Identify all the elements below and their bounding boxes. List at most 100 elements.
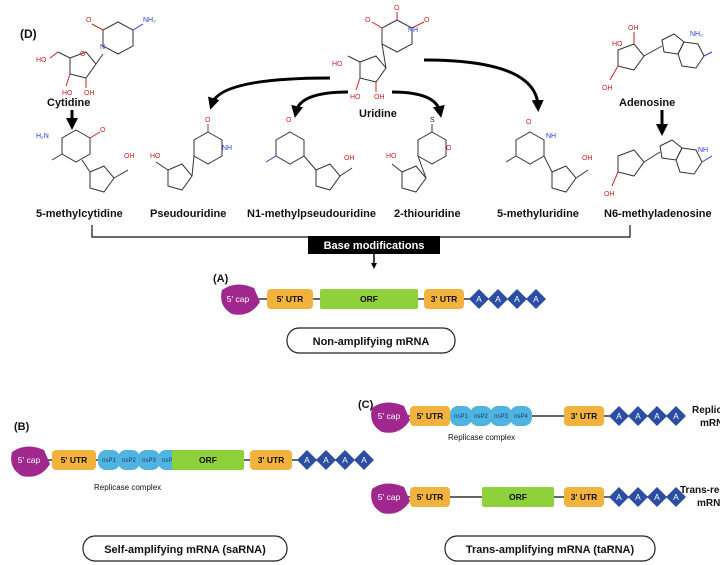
nsp2-label: nsP2 bbox=[474, 414, 488, 420]
utr3-box bbox=[564, 487, 604, 507]
orf-label: ORF bbox=[509, 492, 527, 502]
utr3-label: 3' UTR bbox=[571, 411, 598, 421]
utr3-label: 3' UTR bbox=[571, 492, 598, 502]
cap-shape bbox=[371, 402, 410, 433]
hydroxyl-label: HO bbox=[386, 153, 397, 160]
nsp1-label: nsP1 bbox=[102, 458, 116, 464]
amine-label: NH₂ bbox=[690, 31, 703, 38]
hydroxyl-label: HO bbox=[612, 41, 623, 48]
caption-trans-amplifying: Trans-amplifying mRNA (taRNA) bbox=[466, 544, 635, 556]
poly-a-label: A bbox=[654, 411, 660, 421]
poly-a-label: A bbox=[616, 492, 622, 502]
cytidine-ribose: HO HO OH O bbox=[36, 51, 104, 97]
arrow-to-2-thiouridine bbox=[391, 90, 445, 118]
cap-shape bbox=[371, 483, 410, 514]
cap-shape bbox=[221, 284, 260, 315]
oxygen-label: O bbox=[80, 51, 86, 58]
cap-label: 5' cap bbox=[18, 455, 41, 465]
panel-label-b: (B) bbox=[14, 421, 30, 433]
nsp3-label: nsP3 bbox=[494, 414, 508, 420]
orf-label: ORF bbox=[360, 294, 378, 304]
hydroxyl-label: OH bbox=[344, 155, 355, 162]
utr5-label: 5' UTR bbox=[277, 294, 304, 304]
oxygen-label: O bbox=[424, 17, 430, 24]
adenosine-label: Adenosine bbox=[619, 97, 675, 109]
nsp4-box bbox=[510, 406, 532, 426]
hydroxyl-label: HO bbox=[332, 61, 343, 68]
cytidine-structure: NH₂ O N HO HO OH O bbox=[36, 17, 156, 97]
construct-self-amplifying: 5' cap 5' UTR nsP1 nsP2 nsP3 nsP4 ORF 3'… bbox=[11, 446, 374, 477]
poly-a-tail: A A A A bbox=[297, 450, 374, 470]
nsp2-box bbox=[470, 406, 492, 426]
arrow-to-5-methyluridine bbox=[423, 58, 544, 112]
poly-a-label: A bbox=[342, 455, 348, 465]
trans-replicon-label-line2: mRN bbox=[697, 498, 720, 509]
caption-box-trans-amplifying bbox=[444, 535, 656, 562]
mod-label-pseudouridine: Pseudouridine bbox=[150, 208, 226, 220]
caption-non-amplifying: Non-amplifying mRNA bbox=[313, 336, 430, 348]
caption-box-self-amplifying bbox=[82, 535, 288, 562]
poly-a-label: A bbox=[361, 455, 367, 465]
mod-label-n6-methyladenosine: N6-methyladenosine bbox=[604, 208, 712, 220]
oxygen-label: O bbox=[100, 127, 106, 134]
mod-label-5-methylcytidine: 5-methylcytidine bbox=[36, 208, 123, 220]
trans-replicon-label-line1: Trans-re bbox=[680, 485, 720, 496]
poly-a-label: A bbox=[654, 492, 660, 502]
panel-label-c: (C) bbox=[358, 399, 374, 411]
nsp3-label: nsP3 bbox=[142, 458, 156, 464]
hydroxyl-label: OH bbox=[628, 25, 639, 32]
utr5-label: 5' UTR bbox=[417, 411, 444, 421]
utr3-box bbox=[564, 406, 604, 426]
hydroxyl-label: OH bbox=[582, 155, 593, 162]
oxygen-label: O bbox=[286, 117, 292, 124]
hydroxyl-label: OH bbox=[604, 191, 615, 198]
utr5-box bbox=[267, 289, 313, 309]
oxygen-label: O bbox=[394, 5, 400, 12]
nsp4-label: nsP4 bbox=[162, 458, 176, 464]
mod-label-2-thiouridine: 2-thiouridine bbox=[394, 208, 461, 220]
nsp3-box bbox=[138, 450, 160, 470]
utr5-label: 5' UTR bbox=[61, 455, 88, 465]
nsp-replicase: nsP1 nsP2 nsP3 nsP4 bbox=[98, 450, 180, 470]
nitrogen-label: NH bbox=[408, 27, 418, 34]
nsp1-box bbox=[98, 450, 120, 470]
cytidine-label: Cytidine bbox=[47, 97, 90, 109]
utr3-box bbox=[250, 450, 292, 470]
mod-label-n1-methylpseudouridine: N1-methylpseudouridine bbox=[247, 208, 376, 220]
poly-a-label: A bbox=[304, 455, 310, 465]
hydroxyl-label: HO bbox=[62, 90, 73, 97]
cap-shape bbox=[11, 446, 50, 477]
poly-a-tail: A A A A bbox=[609, 406, 686, 426]
base-modifications-badge bbox=[308, 236, 440, 254]
uridine-label: Uridine bbox=[359, 108, 397, 120]
cap-label: 5' cap bbox=[227, 294, 250, 304]
modification-bracket bbox=[91, 225, 631, 238]
hydroxyl-label: OH bbox=[84, 90, 95, 97]
replicon-label-line2: mRN bbox=[700, 418, 720, 429]
poly-a-label: A bbox=[635, 492, 641, 502]
nitrogen-label: N bbox=[100, 44, 105, 51]
mod-label-5-methyluridine: 5-methyluridine bbox=[497, 208, 579, 220]
modified-structures: O H₂N OH O NH HO O OH S O HO O bbox=[36, 117, 713, 198]
nsp1-box bbox=[450, 406, 472, 426]
construct-replicon: 5' cap 5' UTR nsP1 nsP2 nsP3 nsP4 3' UTR… bbox=[371, 402, 686, 433]
hydroxyl-label: HO bbox=[36, 57, 47, 64]
construct-non-amplifying: 5' cap 5' UTR ORF 3' UTR A A A A bbox=[221, 284, 546, 315]
amine-label: NH₂ bbox=[143, 17, 156, 24]
utr5-box bbox=[52, 450, 96, 470]
sulfur-label: S bbox=[430, 117, 435, 124]
amine-label: H₂N bbox=[36, 133, 49, 140]
panel-label-a: (A) bbox=[213, 273, 229, 285]
hydroxyl-label: HO bbox=[350, 94, 361, 101]
hydroxyl-label: OH bbox=[374, 94, 385, 101]
poly-a-label: A bbox=[323, 455, 329, 465]
arrow-to-pseudouridine bbox=[208, 76, 331, 110]
cytosine-ring: NH₂ O N bbox=[86, 17, 156, 55]
replicase-complex-label-b: Replicase complex bbox=[94, 483, 161, 492]
oxygen-label: O bbox=[446, 145, 452, 152]
nsp3-box bbox=[490, 406, 512, 426]
nitrogen-label: NH bbox=[698, 147, 708, 154]
arrow-to-n1-methylpseudouridine bbox=[291, 90, 349, 118]
